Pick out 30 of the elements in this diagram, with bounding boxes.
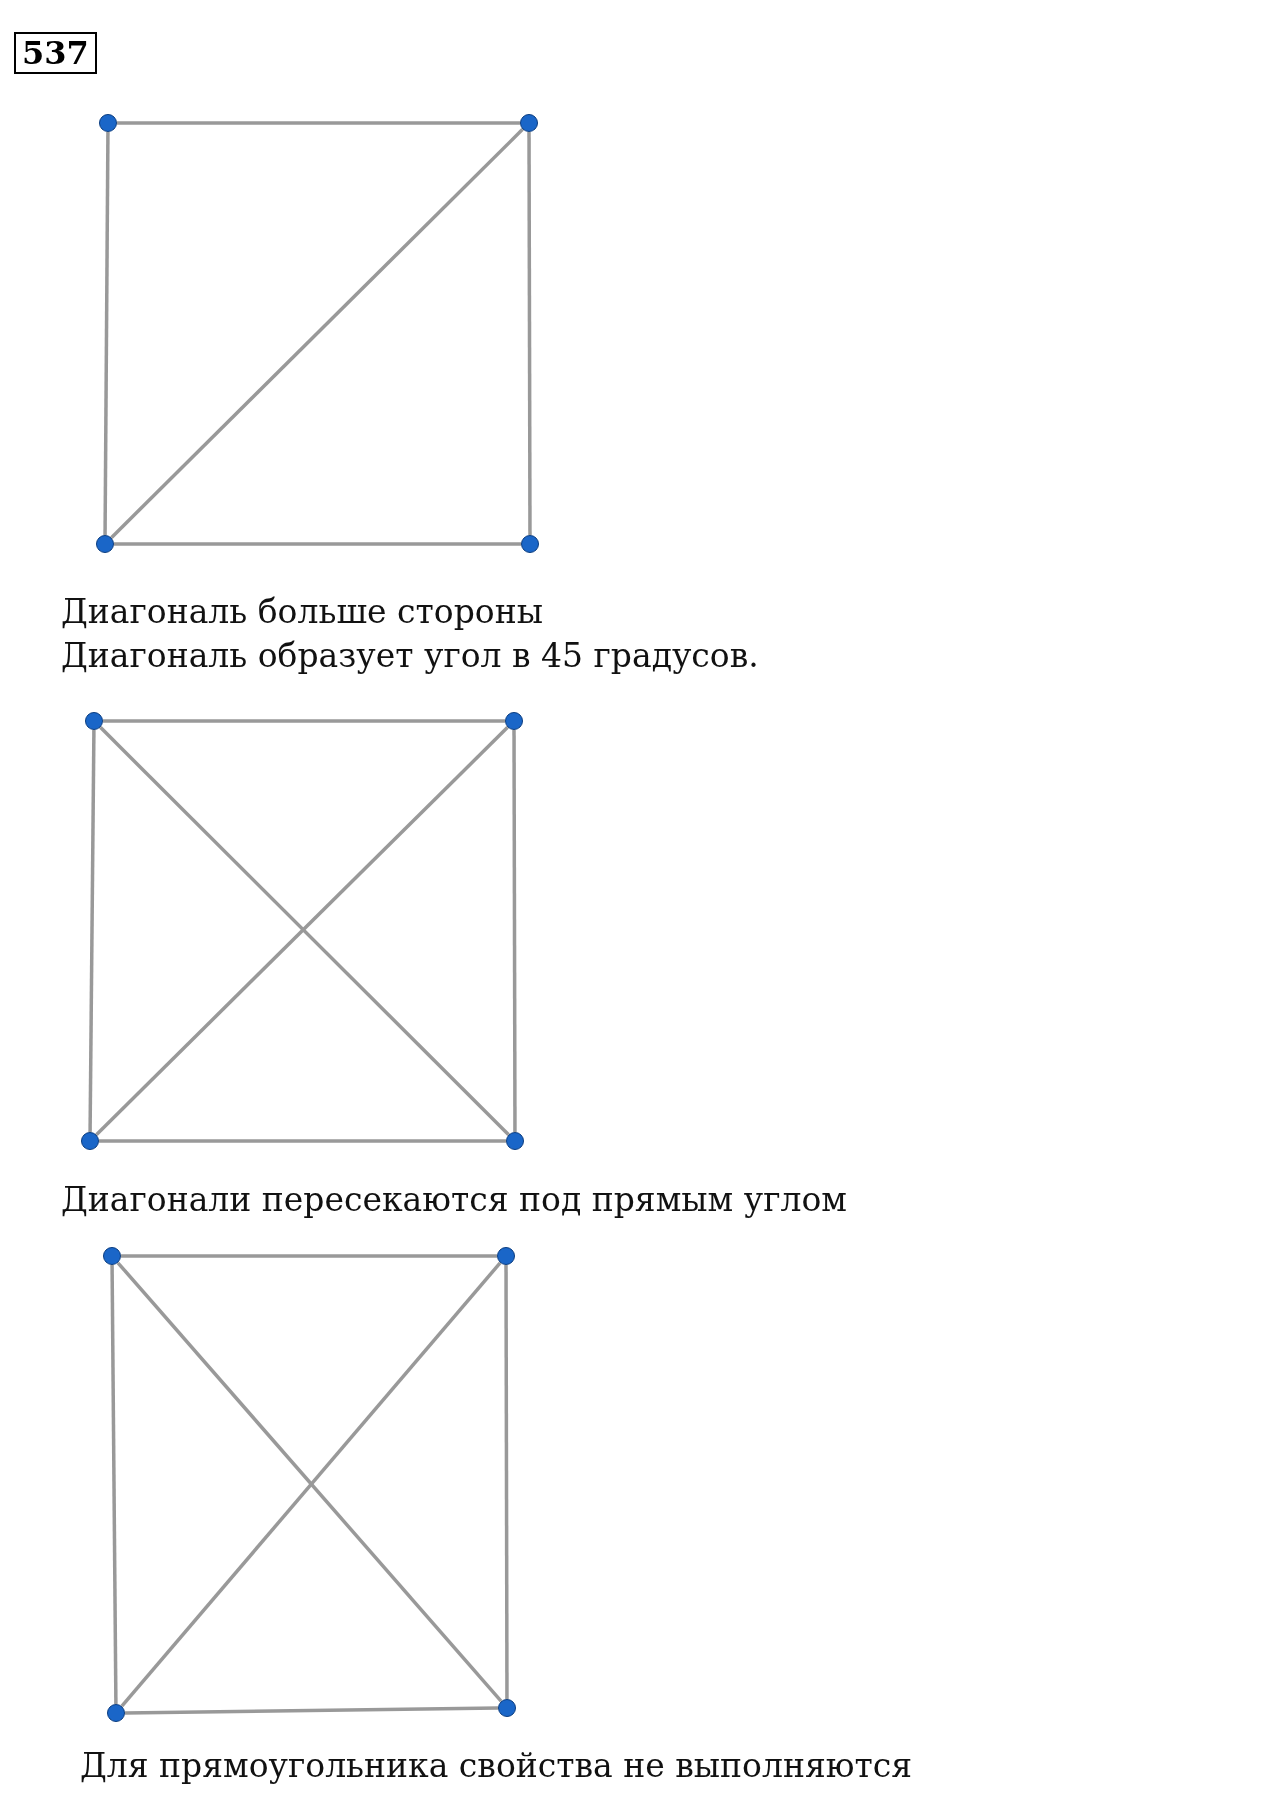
vertex-point: [85, 712, 103, 730]
vertex-point: [103, 1247, 121, 1265]
vertex-point: [81, 1132, 99, 1150]
line-segment: [121, 1254, 497, 1258]
problem-number: 537: [14, 32, 97, 74]
caption-text: Диагональ больше стороны: [61, 592, 543, 631]
vertex-point: [521, 535, 539, 553]
vertex-point: [497, 1247, 515, 1265]
vertex-point: [107, 1704, 125, 1722]
line-segment: [114, 542, 521, 546]
vertex-point: [520, 114, 538, 132]
caption-text: Диагонали пересекаются под прямым углом: [61, 1180, 847, 1219]
line-segment: [103, 719, 505, 723]
line-segment: [504, 1265, 509, 1699]
line-segment: [512, 730, 517, 1132]
vertex-point: [506, 1132, 524, 1150]
vertex-point: [505, 712, 523, 730]
line-segment: [110, 1265, 118, 1704]
line-segment: [110, 128, 524, 539]
line-segment: [103, 132, 110, 535]
line-segment: [124, 1706, 499, 1715]
caption-text: Диагональ образует угол в 45 градусов.: [61, 636, 759, 675]
vertex-point: [99, 114, 117, 132]
line-segment: [88, 730, 96, 1132]
vertex-point: [498, 1699, 516, 1717]
caption-text: Для прямоугольника свойства не выполняются: [80, 1746, 913, 1785]
line-segment: [117, 121, 520, 125]
line-segment: [527, 132, 532, 535]
vertex-point: [96, 535, 114, 553]
line-segment: [99, 1139, 506, 1143]
